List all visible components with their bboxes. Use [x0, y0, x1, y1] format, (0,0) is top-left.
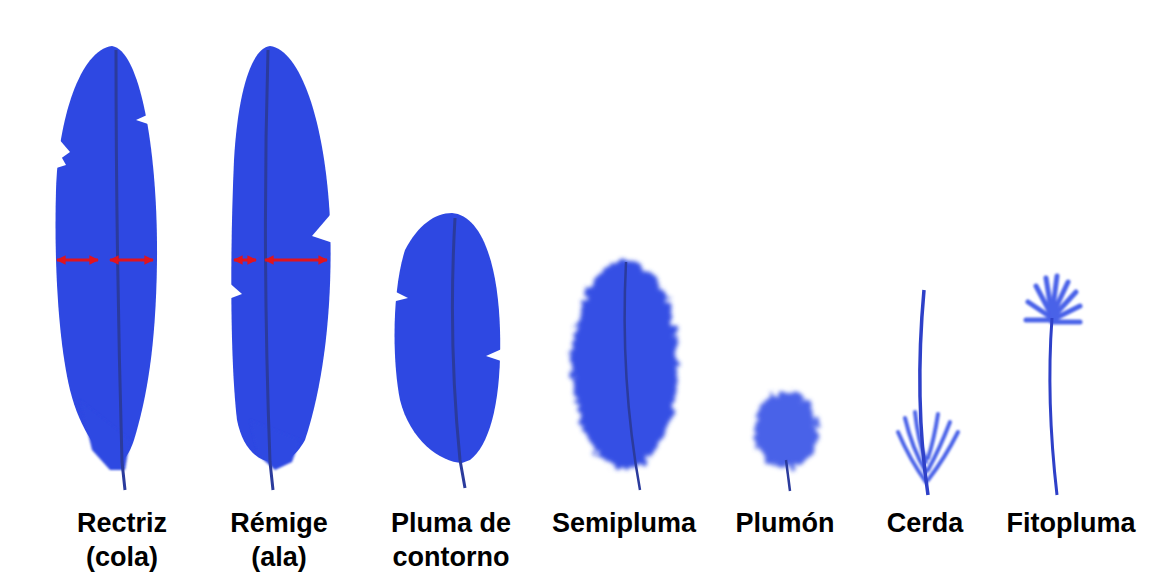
feather-label: Fitopluma: [996, 506, 1146, 540]
feather-label: Rémige (ala): [219, 506, 339, 574]
rectrix-feather: [50, 46, 160, 490]
bristle-feather: [898, 290, 958, 495]
filoplume-feather: [1026, 276, 1080, 495]
down-feather: [754, 392, 818, 491]
feather-label: Rectriz (cola): [62, 506, 182, 574]
feather-label: Plumón: [715, 506, 855, 540]
semiplume-feather: [572, 261, 678, 490]
remex-feather: [226, 46, 336, 490]
contour-feather: [392, 213, 504, 488]
feather-label: Semipluma: [529, 506, 719, 540]
feather-label: Pluma de contorno: [371, 506, 531, 574]
feather-label: Cerda: [870, 506, 980, 540]
